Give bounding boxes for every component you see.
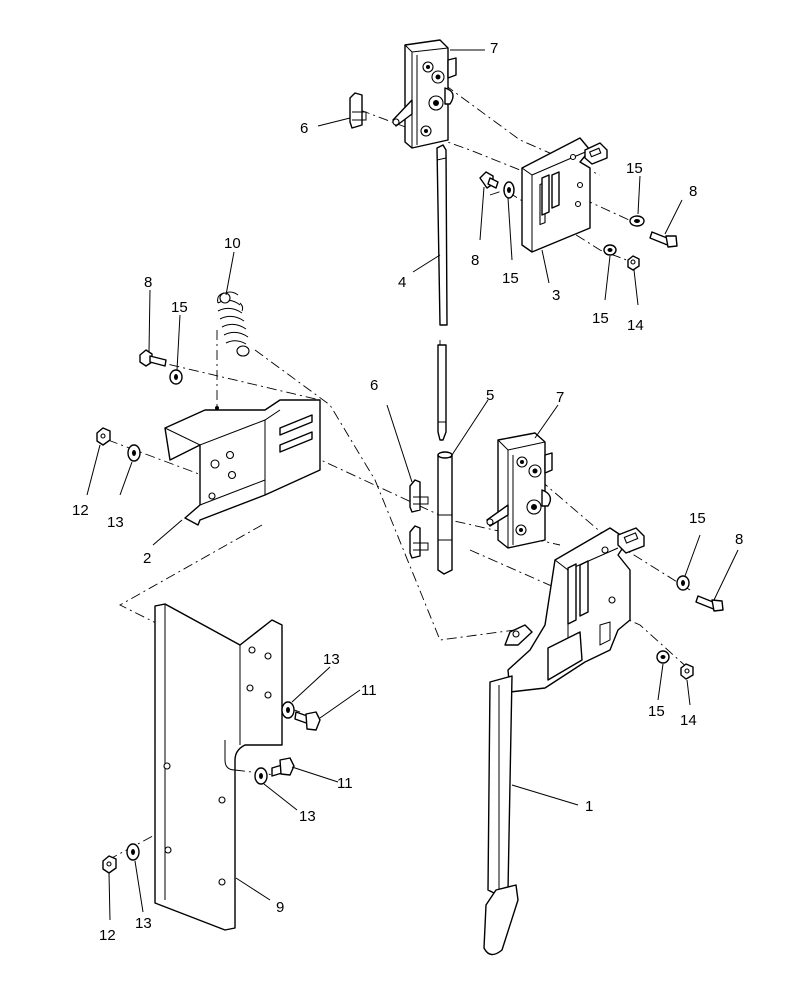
clip-mid-part-6 — [409, 479, 429, 559]
washer-left-part-15 — [169, 369, 183, 385]
washer-mid-right-part-15 — [603, 244, 617, 256]
callout-13-upper: 13 — [107, 514, 124, 531]
coupler-part-5 — [437, 451, 453, 575]
washer-upper-part-13 — [127, 444, 141, 462]
latch-mid-part-7 — [486, 432, 553, 549]
callout-14-top: 14 — [627, 317, 644, 334]
bolt-top-right-part-8 — [649, 231, 678, 248]
callout-12-lower: 12 — [99, 927, 116, 944]
callout-5: 5 — [486, 387, 494, 404]
callout-6-mid: 6 — [370, 377, 378, 394]
bolt-left-part-8 — [139, 349, 167, 367]
bolt-lower-part-11 — [271, 757, 295, 777]
callout-labels: 1 2 3 4 5 6 6 7 7 8 8 8 8 9 10 11 11 12 … — [72, 40, 743, 944]
nut-lower-part-12 — [102, 855, 117, 874]
callout-15-right-b: 15 — [648, 703, 665, 720]
callout-15-left: 15 — [171, 299, 188, 316]
bolt-right-part-8 — [695, 595, 724, 612]
washer-lower-right-part-15 — [656, 650, 670, 664]
nut-upper-part-12 — [96, 427, 111, 446]
bolt-upper-part-11 — [294, 711, 321, 731]
callout-9: 9 — [276, 899, 284, 916]
callout-15-top-c: 15 — [592, 310, 609, 327]
leader-lines — [86, 49, 739, 921]
handle-part-1 — [483, 527, 645, 956]
clip-top-part-6 — [349, 92, 367, 129]
plate-part-3 — [521, 137, 608, 253]
callout-11-upper: 11 — [361, 682, 377, 699]
washer-top-right-part-15 — [629, 215, 645, 227]
callout-12-upper: 12 — [72, 502, 89, 519]
washer-top-mid-part-15 — [503, 181, 515, 199]
callout-15-top-b: 15 — [626, 160, 643, 177]
callout-7-mid: 7 — [556, 389, 564, 406]
rod-part-4 — [436, 144, 448, 441]
nut-bottom-part-14 — [680, 663, 694, 680]
spring-part-10 — [217, 291, 250, 357]
callout-10: 10 — [224, 235, 241, 252]
callout-15-top-a: 15 — [502, 270, 519, 287]
bracket-part-2 — [164, 399, 321, 526]
callout-4: 4 — [398, 274, 406, 291]
callout-13-mid: 13 — [323, 651, 340, 668]
callout-3: 3 — [552, 287, 560, 304]
nut-top-part-14 — [627, 255, 640, 271]
bolt-top-mid-part-8 — [479, 171, 499, 189]
callout-8-top-mid: 8 — [471, 252, 479, 269]
callout-15-right-a: 15 — [689, 510, 706, 527]
callout-8-top-right: 8 — [689, 183, 697, 200]
washer-lower-part-13 — [126, 843, 140, 861]
washer-right-part-13 — [254, 767, 268, 785]
latch-top-part-7 — [392, 39, 457, 149]
callout-7-top: 7 — [490, 40, 498, 57]
callout-8-left: 8 — [144, 274, 152, 291]
callout-8-right: 8 — [735, 531, 743, 548]
washer-right-part-15 — [676, 575, 690, 591]
callout-14-bottom: 14 — [680, 712, 697, 729]
callout-1: 1 — [585, 798, 593, 815]
mounting-plate-part-9 — [154, 603, 283, 931]
washer-mid-part-13 — [281, 701, 295, 719]
callout-11-lower: 11 — [337, 775, 353, 792]
callout-6-top: 6 — [300, 120, 308, 137]
callout-2: 2 — [143, 550, 151, 567]
callout-13-right: 13 — [299, 808, 316, 825]
callout-13-lower: 13 — [135, 915, 152, 932]
